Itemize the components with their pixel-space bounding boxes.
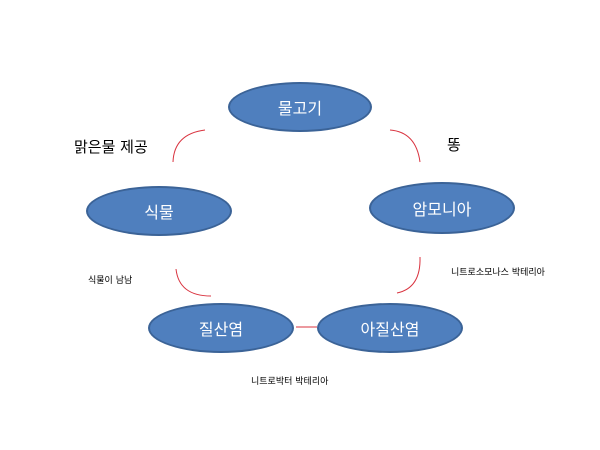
node-nitrite: 아질산염 xyxy=(317,303,463,353)
node-nitrate: 질산염 xyxy=(148,303,294,353)
node-ammonia: 암모니아 xyxy=(369,182,515,234)
node-plant: 식물 xyxy=(86,186,232,236)
label-clean-water: 맑은물 제공 xyxy=(74,138,148,156)
connector-plant-to-fish xyxy=(172,129,206,163)
label-nitrobacter: 니트로박터 박테리아 xyxy=(251,377,329,387)
connector-ammonia-to-nitrite xyxy=(396,256,421,294)
node-fish: 물고기 xyxy=(228,82,372,132)
label-poop: 똥 xyxy=(447,136,461,154)
connector-fish-to-ammonia xyxy=(389,129,421,163)
label-plants-grow: 식물이 남남 xyxy=(88,276,133,286)
label-nitrosomonas: 니트로소모나스 박테리아 xyxy=(451,268,545,278)
connector-nitrate-to-plant xyxy=(175,268,212,297)
